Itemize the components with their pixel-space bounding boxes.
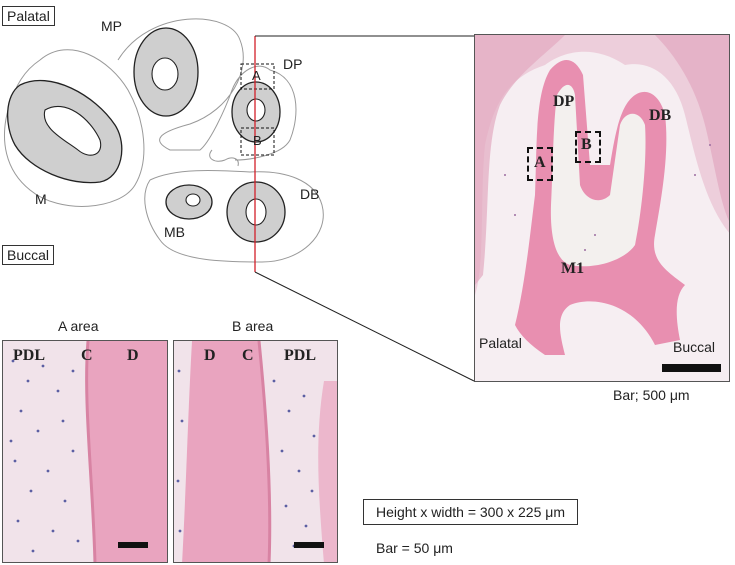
root-dp-canal — [246, 98, 266, 122]
root-m-canal — [43, 105, 102, 156]
buccal-label: Buccal — [2, 245, 55, 265]
area-b-label: B — [253, 133, 262, 148]
area-a-box — [240, 63, 275, 90]
palatal-label: Palatal — [2, 6, 55, 26]
area-b-box — [240, 127, 275, 156]
b-area-label-d: D — [204, 347, 216, 364]
area-a-label: A — [252, 68, 261, 83]
photo-area-a-label: A — [534, 154, 546, 171]
a-area-label-c: C — [81, 347, 93, 364]
dimensions-note: Height x width = 300 x 225 μm — [363, 499, 578, 525]
b-area-title: B area — [232, 318, 274, 334]
b-area-illustration — [174, 341, 337, 562]
b-area-photo: D C PDL — [173, 340, 338, 563]
photo-scale-bar — [662, 364, 721, 372]
photo-area-b-label: B — [581, 136, 592, 153]
bar-note: Bar = 50 μm — [376, 540, 453, 556]
a-area-illustration — [3, 341, 167, 562]
a-area-photo: PDL C D — [2, 340, 168, 563]
root-label-mp: MP — [101, 18, 122, 34]
a-area-label-pdl: PDL — [13, 347, 45, 364]
tissue-outline-upper — [117, 18, 297, 161]
zoom-line-bottom — [254, 271, 475, 382]
root-mb-canal — [185, 193, 201, 207]
a-area-title: A area — [58, 318, 99, 334]
b-area-label-pdl: PDL — [284, 347, 316, 364]
root-label-m: M — [35, 191, 47, 207]
section-illustration — [475, 35, 729, 356]
photo-label-db: DB — [649, 107, 672, 124]
scale-bar-caption: Bar; 500 μm — [613, 387, 690, 403]
histology-section-photo: A B DP DB M1 Palatal Buccal — [474, 34, 730, 382]
a-area-label-d: D — [127, 347, 139, 364]
root-db-canal — [245, 198, 267, 226]
b-area-label-c: C — [242, 347, 254, 364]
tissue-outline-notch — [209, 149, 239, 167]
photo-label-buccal: Buccal — [673, 339, 716, 355]
root-mp-canal — [151, 57, 179, 91]
photo-area-b-box — [575, 131, 601, 163]
root-label-db: DB — [300, 186, 320, 202]
photo-label-m1: M1 — [561, 260, 585, 277]
root-label-dp: DP — [283, 56, 303, 72]
photo-area-a-box — [527, 147, 553, 181]
tissue-outline-lower — [144, 169, 324, 263]
photo-label-dp: DP — [553, 93, 575, 110]
b-area-scale-bar — [294, 542, 324, 548]
a-area-scale-bar — [118, 542, 148, 548]
root-label-mb: MB — [164, 224, 185, 240]
photo-label-palatal: Palatal — [479, 335, 522, 351]
